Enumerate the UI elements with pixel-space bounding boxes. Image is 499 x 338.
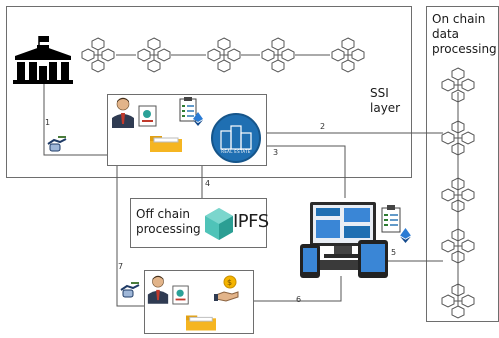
real-estate-text: REAL ESTATE (221, 149, 251, 154)
user-box (144, 270, 254, 334)
blockchain-block-icon (441, 228, 475, 264)
edge-label-4: 4 (205, 179, 211, 188)
building-icon (220, 125, 252, 150)
edge-label-1: 1 (45, 118, 51, 127)
edge-label-7: 7 (118, 262, 124, 271)
handshake-icon (120, 282, 140, 298)
blockchain-block-icon (81, 37, 115, 73)
checklist-icon (179, 97, 197, 122)
ethereum-icon (193, 112, 203, 126)
real-estate-logo: REAL ESTATE (211, 113, 261, 163)
blockchain-block-icon (261, 37, 295, 73)
ssi-layer-label: SSI layer (370, 86, 401, 115)
svg-text:$: $ (227, 278, 232, 287)
offchain-label: Off chain processing (136, 207, 201, 236)
blockchain-block-icon (441, 283, 475, 319)
blockchain-block-icon (331, 37, 365, 73)
ipfs-cube-icon (205, 208, 233, 240)
businessman-icon (112, 97, 134, 128)
ssi-layer-frame (6, 6, 412, 178)
offchain-box (130, 198, 267, 248)
issuer-box (107, 94, 267, 166)
blockchain-block-icon (441, 120, 475, 156)
blockchain-block-icon (441, 67, 475, 103)
coin-hand-icon: $ (214, 275, 239, 302)
blockchain-block-icon (137, 37, 171, 73)
edge-label-3: 3 (273, 148, 279, 157)
folder-icon (186, 315, 216, 331)
businessman-icon (147, 275, 169, 304)
blockchain-block-icon (207, 37, 241, 73)
onchain-label: On chain data processing (432, 12, 497, 56)
checklist-icon (381, 205, 401, 233)
handshake-icon (47, 136, 67, 152)
edge-label-5: 5 (391, 248, 397, 257)
folder-icon (150, 136, 182, 152)
ipfs-label: IPFS (233, 211, 269, 232)
multi-device-icon (300, 202, 388, 278)
id-card-icon (138, 105, 157, 127)
id-card-icon (172, 285, 189, 305)
blockchain-block-icon (441, 177, 475, 213)
ethereum-icon (400, 228, 411, 243)
edge-label-2: 2 (320, 122, 326, 131)
government-building-icon (13, 36, 73, 84)
edge-label-6: 6 (296, 295, 302, 304)
